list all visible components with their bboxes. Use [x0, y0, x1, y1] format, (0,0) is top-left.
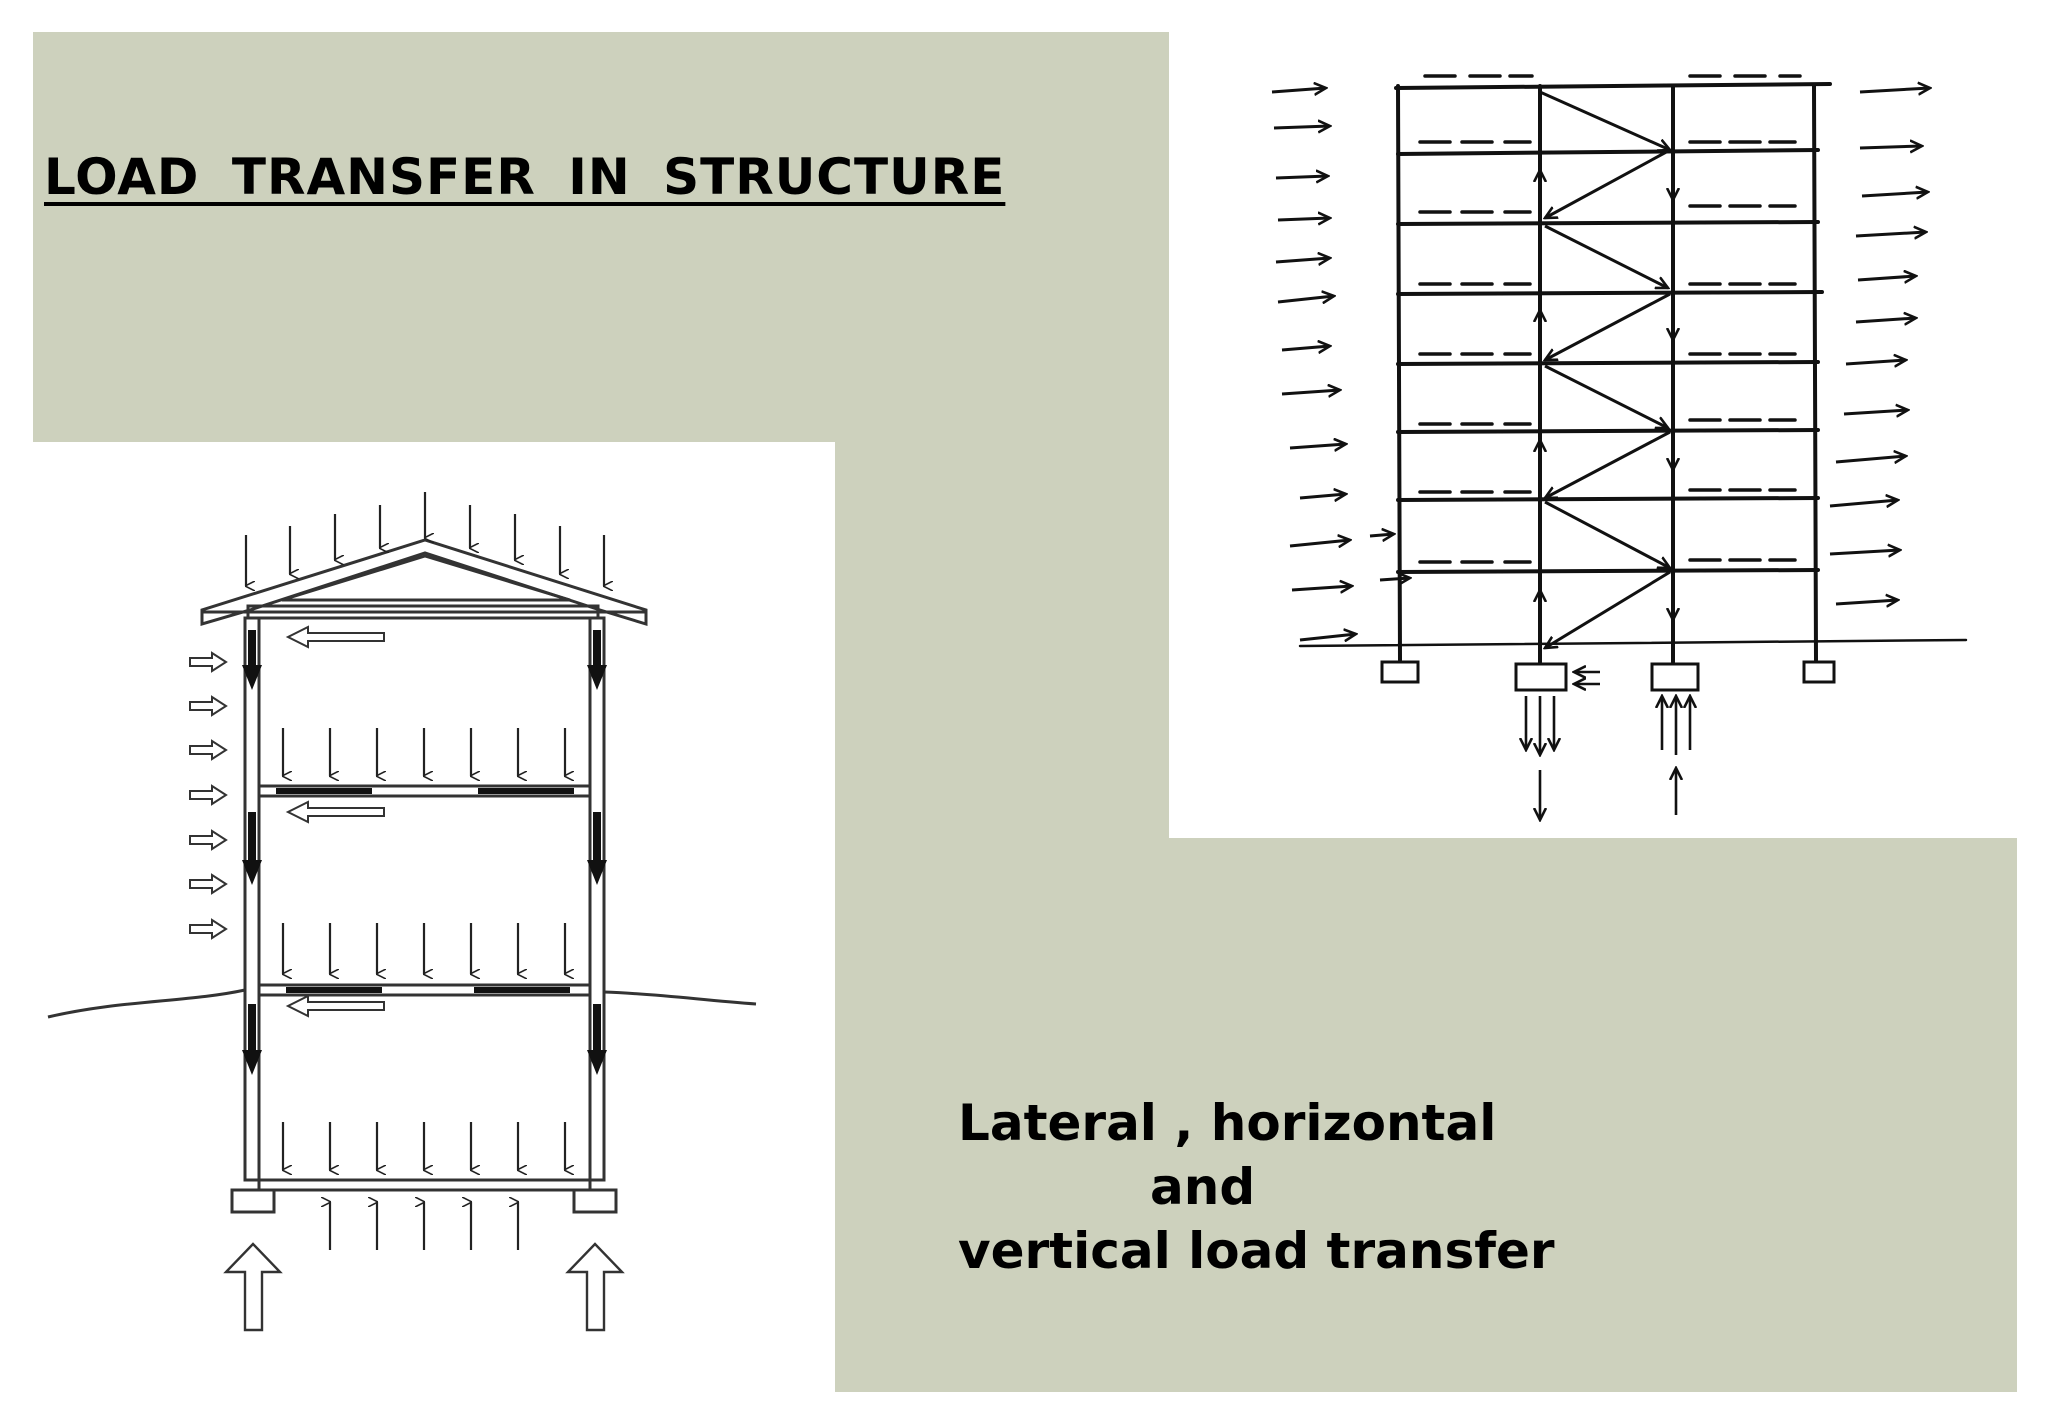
caption-line-3: vertical load transfer	[958, 1222, 1555, 1280]
header-panel	[33, 32, 1169, 442]
soil-reaction-arrows	[330, 1202, 520, 1250]
caption-panel-lower	[835, 838, 2017, 1392]
floor-1-load-arrows	[281, 728, 565, 776]
column-flow-arrows	[1540, 170, 1673, 620]
footing-reaction-arrows	[223, 1242, 625, 1332]
wall-load-arrows	[242, 630, 607, 1075]
foundation-arrows	[1526, 672, 1690, 820]
caption-line-2: and	[1150, 1158, 1256, 1216]
page-title: LOAD TRANSFER IN STRUCTURE	[44, 148, 1006, 206]
roof-load-arrows	[244, 492, 604, 586]
bracing-arrows	[1539, 90, 1670, 648]
floor-dash-arrows	[1418, 74, 1802, 564]
floor-3-load-arrows	[281, 1122, 565, 1170]
floor-2-load-arrows	[281, 923, 565, 974]
left-wind-arrows	[1271, 88, 1410, 640]
caption-line-1: Lateral , horizontal	[958, 1094, 1497, 1152]
floor-load-bars	[276, 788, 574, 993]
house-outline	[47, 538, 757, 1214]
wind-arrows	[189, 651, 228, 940]
right-wind-arrows	[1829, 88, 1930, 604]
interior-lateral-arrows	[285, 625, 385, 1018]
frame-lines	[1298, 82, 1968, 692]
